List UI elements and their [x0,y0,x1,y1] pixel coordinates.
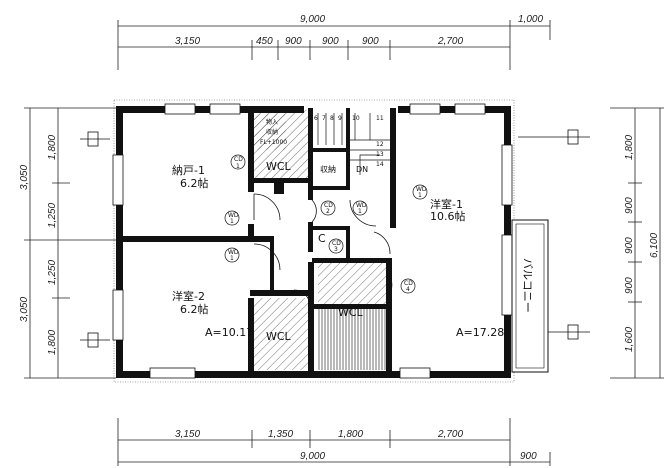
wd-marker-2-num: 1 [230,255,234,262]
cd-marker-4-num: 4 [406,286,410,293]
top-seg-1: 3,150 [175,36,200,47]
western1-size: 10.6帖 [430,210,466,223]
bottom-dimensions [117,418,551,466]
stair-step-11: 11 [376,115,384,122]
cd-marker-2-num: 2 [326,208,330,215]
stairs [317,113,390,175]
bottom-seg-1: 3,150 [175,429,200,440]
closet-c-label: C [318,232,326,245]
stair-step-13: 13 [376,151,384,158]
wcl-lower-right-vhatch [318,308,386,370]
bottom-seg-4: 2,700 [437,429,463,440]
top-seg-4: 900 [322,36,339,47]
wcl-lower-left-hatch [250,298,310,370]
windows [112,103,513,379]
wcl-lower-right-hatch [318,262,388,308]
wd-marker-1-num: 1 [230,218,234,225]
walls [116,106,511,378]
attic-line2: 収納 [266,128,278,136]
wd-marker-1: WD [228,212,239,219]
attic-hatch [254,114,286,150]
balcony-label: バルコニー [521,258,534,313]
right-dimensions [610,107,664,379]
storage1-size: 6.2帖 [180,177,209,190]
top-extra-dim: 1,000 [518,14,543,25]
cd-marker-1-num: 1 [236,163,240,170]
wd-marker-3: WD [356,202,367,209]
western1-name: 洋室-1 [430,197,463,211]
door-swings [253,193,393,307]
cd-marker-1: CD [234,156,243,163]
stair-step-12: 12 [376,141,384,148]
left-upper-total: 3,050 [19,165,30,190]
stair-step-8: 8 [330,115,334,122]
cd-marker-3: CD [332,240,341,247]
wd-marker-4-num: 1 [418,192,422,199]
wcl-upper-label: WCL [266,160,292,173]
top-seg-5: 900 [362,36,379,47]
left-seg-1: 1,800 [47,135,58,160]
bottom-seg-3: 1,800 [338,429,363,440]
western2-size: 6.2帖 [180,303,209,316]
cd-marker-3-num: 3 [334,246,338,253]
equipment-markers [224,154,428,294]
top-dimensions [117,20,551,70]
attic-line1: 物入 [266,118,278,126]
left-dimensions [24,107,116,379]
left-lower-total: 3,050 [19,297,30,322]
right-seg-5: 1,600 [624,327,635,352]
right-total: 6,100 [649,233,660,258]
wd-marker-2: WD [228,249,239,256]
cd-marker-4: CD [404,280,413,287]
balcony-inner [515,223,545,369]
exterior-units [80,129,590,348]
stair-step-14: 14 [376,161,384,168]
top-seg-2: 450 [256,36,273,47]
left-seg-4: 1,800 [47,330,58,355]
stair-step-7: 7 [322,115,326,122]
wcl-lower-left-label: WCL [266,330,292,343]
top-seg-3: 900 [285,36,302,47]
wd-marker-4: WD [416,186,427,193]
storage-small-label: 収納 [320,164,336,174]
balcony [511,219,549,373]
stair-step-10: 10 [352,115,360,122]
right-seg-3: 900 [624,237,635,254]
right-seg-2: 900 [624,197,635,214]
wd-marker-3-num: 1 [358,208,362,215]
left-seg-3: 1,250 [47,260,58,285]
cd-marker-2: CD [324,202,333,209]
western2-area: A=10.17 [205,326,253,339]
top-total-dim: 9,000 [300,14,325,25]
stair-step-6: 6 [314,115,318,122]
left-seg-2: 1,250 [47,203,58,228]
stair-step-9: 9 [338,115,342,122]
western2-name: 洋室-2 [172,289,205,303]
attic-line3: FL+1000 [260,139,287,146]
bottom-extra-dim: 900 [520,451,537,462]
storage1-name: 納戸-1 [172,164,205,177]
right-seg-4: 900 [624,277,635,294]
wcl-lower-right-label: WCL [338,306,364,319]
bottom-total-dim: 9,000 [300,451,325,462]
stair-down-label: DN [356,165,368,174]
bottom-seg-2: 1,350 [268,429,293,440]
western1-area: A=17.28 [456,326,504,339]
top-seg-6: 2,700 [437,36,463,47]
right-seg-1: 1,800 [624,135,635,160]
